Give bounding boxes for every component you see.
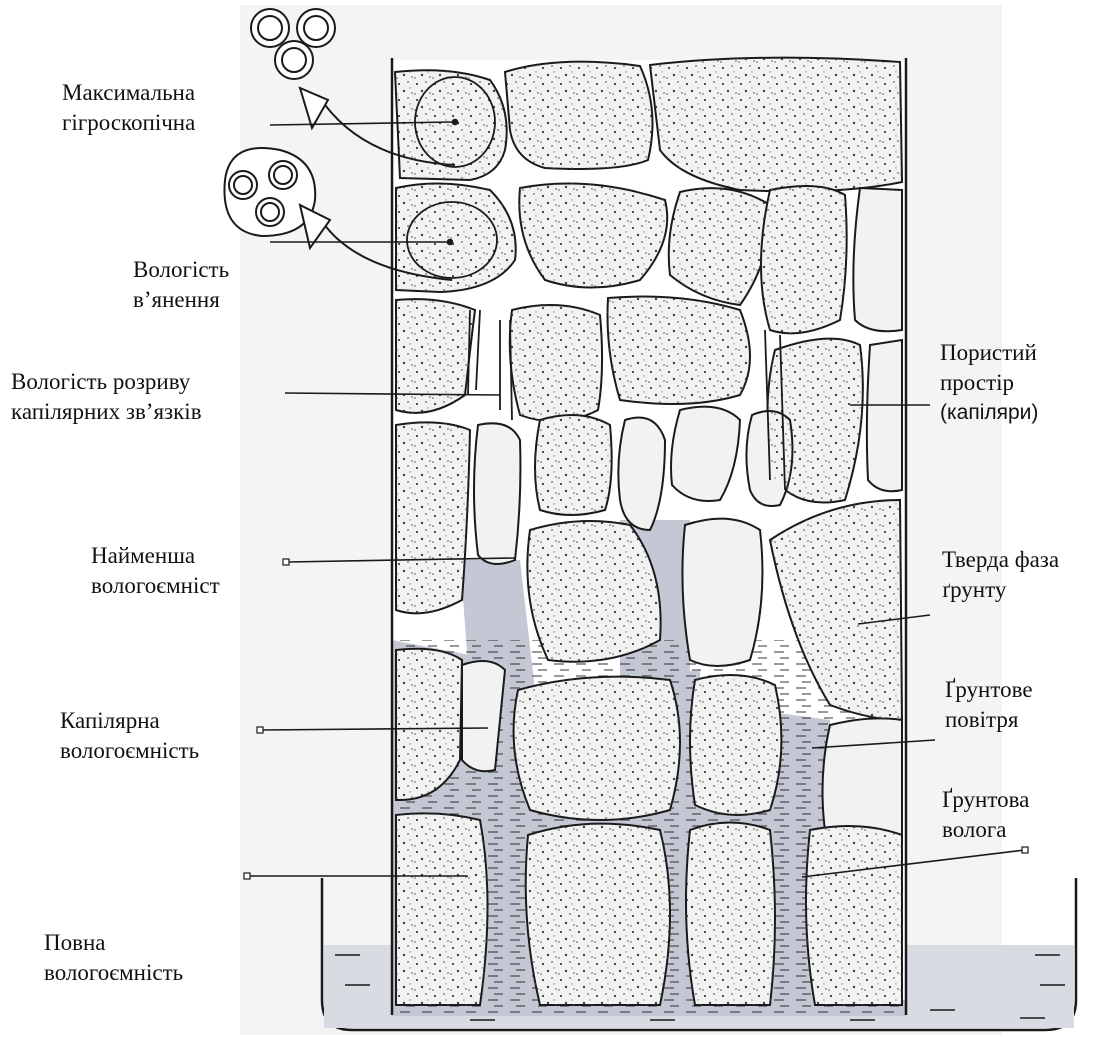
molecule-cluster-middle — [224, 148, 315, 236]
